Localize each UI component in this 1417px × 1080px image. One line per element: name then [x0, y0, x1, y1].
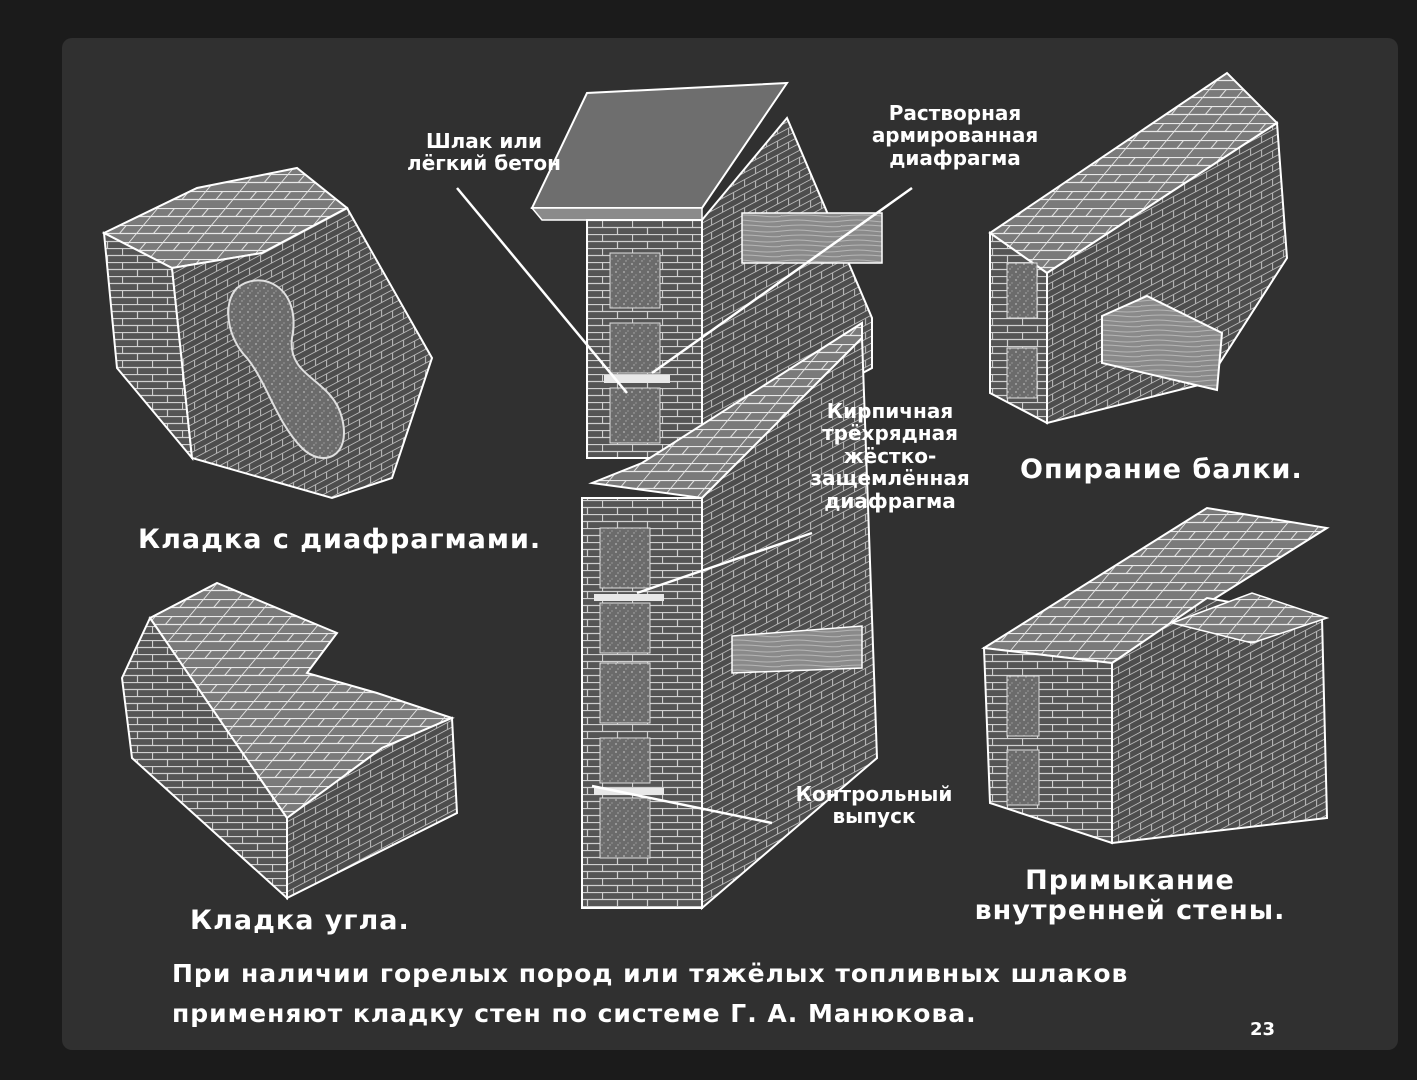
leader-lines	[456, 186, 913, 825]
caption-inner-wall-junction: Примыкание внутренней стены.	[974, 865, 1286, 927]
leader-slag	[456, 187, 628, 394]
caption-diaphragm-masonry: Кладка с диафрагмами.	[138, 524, 542, 555]
callout-mortar-diaphragm: Растворная армированная диафрагма	[871, 101, 1039, 170]
callout-control-release: Контрольный выпуск	[795, 782, 953, 829]
leader-control-release	[591, 784, 773, 825]
central-wall-illustration	[530, 81, 883, 911]
leader-brick-diaphragm	[636, 531, 813, 595]
diaphragm-masonry-illustration	[101, 166, 434, 500]
callout-brick-diaphragm: Кирпичная трёхрядная жёстко-защемлённая …	[810, 399, 970, 513]
page-number: 23	[1250, 1019, 1276, 1040]
caption-beam-support: Опирание балки.	[1020, 454, 1303, 485]
footer-line-1: При наличии горелых пород или тяжёлых то…	[172, 959, 1129, 988]
diagram-slide: Шлак или лёгкий бетон Растворная армиров…	[62, 38, 1398, 1050]
diagram-artwork	[101, 71, 1330, 911]
footer-line-2: применяют кладку стен по системе Г. А. М…	[172, 999, 977, 1028]
corner-masonry-illustration	[120, 581, 459, 901]
caption-corner-masonry: Кладка угла.	[190, 905, 410, 936]
beam-support-illustration	[988, 71, 1289, 425]
leader-mortar-diaphragm	[651, 186, 913, 375]
callout-slag: Шлак или лёгкий бетон	[407, 129, 561, 176]
inner-wall-junction-illustration	[981, 506, 1330, 845]
